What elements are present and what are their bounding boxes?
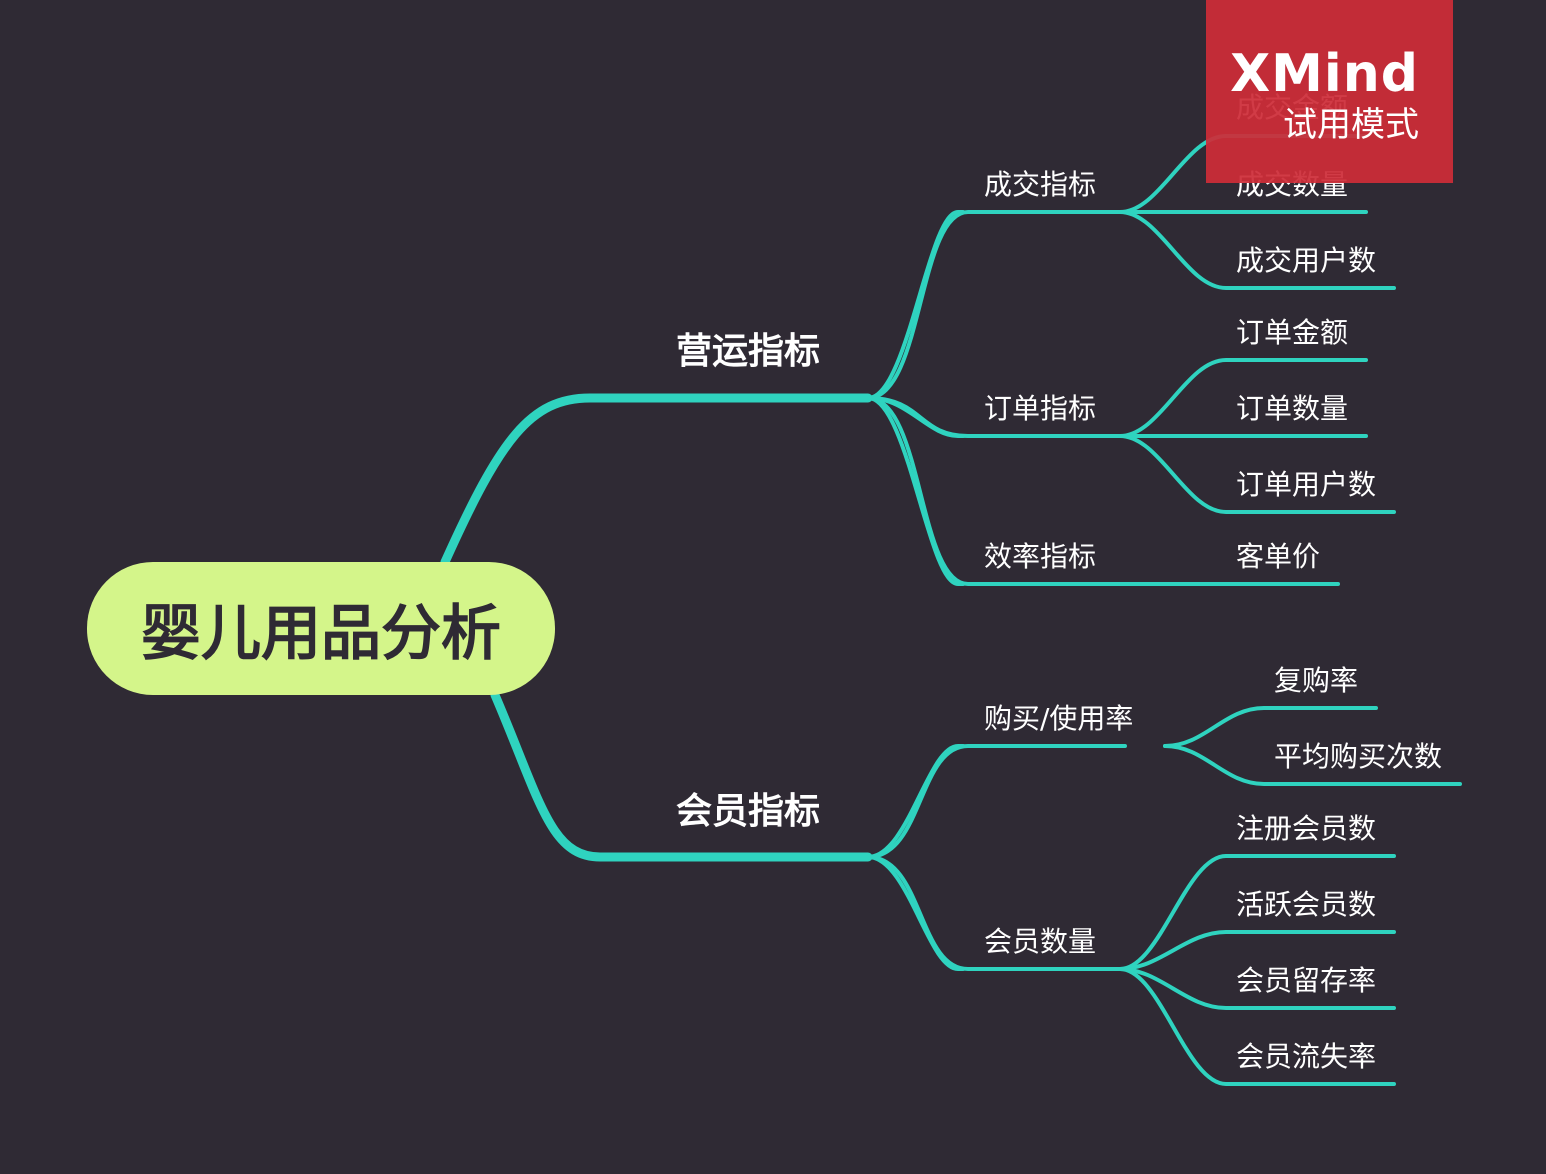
leaf-topic[interactable]: 复购率 [1274,664,1359,697]
root-label: 婴儿用品分析 [141,599,501,669]
watermark-title: XMind [1230,44,1419,104]
leaf-topic[interactable]: 成交用户数 [1236,244,1377,277]
edge-root-main-1 [440,393,873,567]
main-topic-2[interactable]: 会员指标 [676,791,821,832]
edge-main-sub-2-2 [866,855,1127,971]
trial-watermark: XMind 试用模式 [1206,0,1453,183]
edge-leaf-1-2-3 [1118,434,1396,514]
edge-main-sub-1-3 [866,396,1127,586]
edge-sub [866,396,965,586]
leaf-topic[interactable]: 订单数量 [1236,392,1349,425]
edge-leaf-2-2-3 [1118,967,1396,1010]
watermark-subtitle: 试用模式 [1283,105,1419,145]
edge-main-sub-2-1 [866,744,1127,859]
subtopic-2-1[interactable]: 购买/使用率 [984,702,1134,735]
root-topic[interactable]: 婴儿用品分析 [87,562,555,695]
edge-sub [866,744,965,859]
leaf-topic[interactable]: 平均购买次数 [1274,740,1443,773]
leaf-topic[interactable]: 会员留存率 [1236,964,1377,997]
leaf-topic[interactable]: 订单用户数 [1236,468,1377,501]
leaf-topic[interactable]: 客单价 [1236,540,1321,573]
leaf-topic[interactable]: 会员流失率 [1236,1040,1377,1073]
edge-leaf-2-2-4 [1118,967,1396,1086]
subtopic-1-1[interactable]: 成交指标 [984,168,1097,201]
edge-leaf-2-2-1 [1118,854,1396,971]
edge-main-sub-1-2 [866,396,1127,438]
main-topic-1[interactable]: 营运指标 [676,331,821,372]
leaf-topic[interactable]: 活跃会员数 [1236,888,1377,921]
subtopic-2-2[interactable]: 会员数量 [984,925,1097,958]
edge-leaf-1-2-1 [1118,358,1368,438]
edge-leaf-1-1-3 [1118,210,1396,290]
edge-sub [866,210,965,400]
leaf-topic[interactable]: 注册会员数 [1236,812,1377,845]
subtopic-1-3[interactable]: 效率指标 [984,540,1097,573]
edge-root-main-2 [490,690,873,862]
edge-leaf-2-1-1 [1163,706,1378,748]
edge-leaf-2-1-2 [1163,744,1462,786]
edge-main-sub-1-1 [866,210,1127,400]
subtopic-1-2[interactable]: 订单指标 [984,392,1097,425]
leaf-topic[interactable]: 订单金额 [1236,316,1349,349]
edge-leaf-2-2-2 [1118,930,1396,971]
edge-sub [866,855,965,971]
